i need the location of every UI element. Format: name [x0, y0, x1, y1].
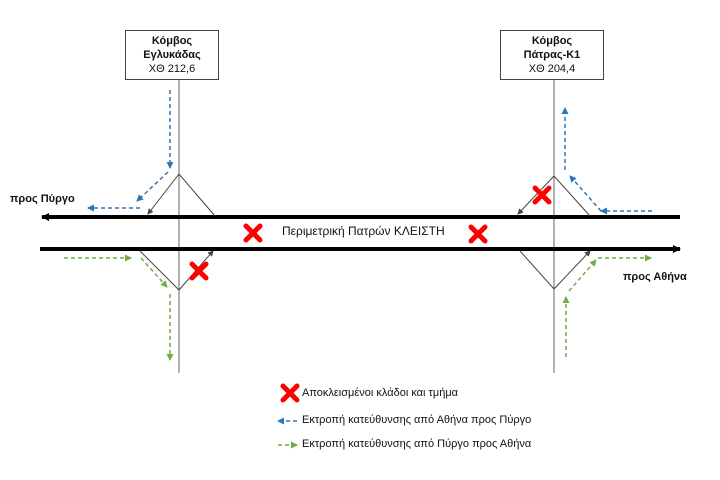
legend-closed-icon — [283, 386, 297, 400]
left-junction-name-line1: Κόμβος — [151, 35, 193, 47]
closure-mark-left-ramp — [192, 264, 206, 278]
road-closed-label: Περιμετρική Πατρών ΚΛΕΙΣΤΗ — [282, 224, 445, 238]
right-junction-box: Κόμβος Πάτρας-Κ1 ΧΘ 204,4 — [500, 30, 604, 80]
direction-label-pyrgos: προς Πύργο — [10, 193, 75, 205]
left-junction-ramps — [139, 173, 216, 291]
left-junction-name-line2: Εγλυκάδας — [143, 49, 201, 61]
right-junction-name-line2: Πάτρας-Κ1 — [523, 49, 581, 61]
legend-blue-text: Εκτροπή κατεύθυνσης από Αθήνα προς Πύργο — [302, 414, 532, 426]
closure-mark-right-ramp — [535, 188, 549, 202]
right-junction-name-line1: Κόμβος — [531, 35, 573, 47]
legend-green-text: Εκτροπή κατεύθυνσης από Πύργο προς Αθήνα — [302, 438, 532, 450]
closure-mark-right-carriageway — [471, 227, 485, 241]
left-junction-box: Κόμβος Εγλυκάδας ΧΘ 212,6 — [125, 30, 219, 80]
closure-mark-left-carriageway — [246, 226, 260, 240]
blue-detour-arrows — [87, 90, 652, 215]
left-junction-km: ΧΘ 212,6 — [148, 63, 196, 75]
right-junction-km: ΧΘ 204,4 — [528, 63, 576, 75]
direction-label-athens: προς Αθήνα — [623, 271, 687, 283]
right-junction-ramps — [517, 175, 591, 290]
green-detour-arrows — [64, 254, 652, 361]
legend-closed-text: Αποκλεισμένοι κλάδοι και τμήμα — [302, 387, 459, 399]
